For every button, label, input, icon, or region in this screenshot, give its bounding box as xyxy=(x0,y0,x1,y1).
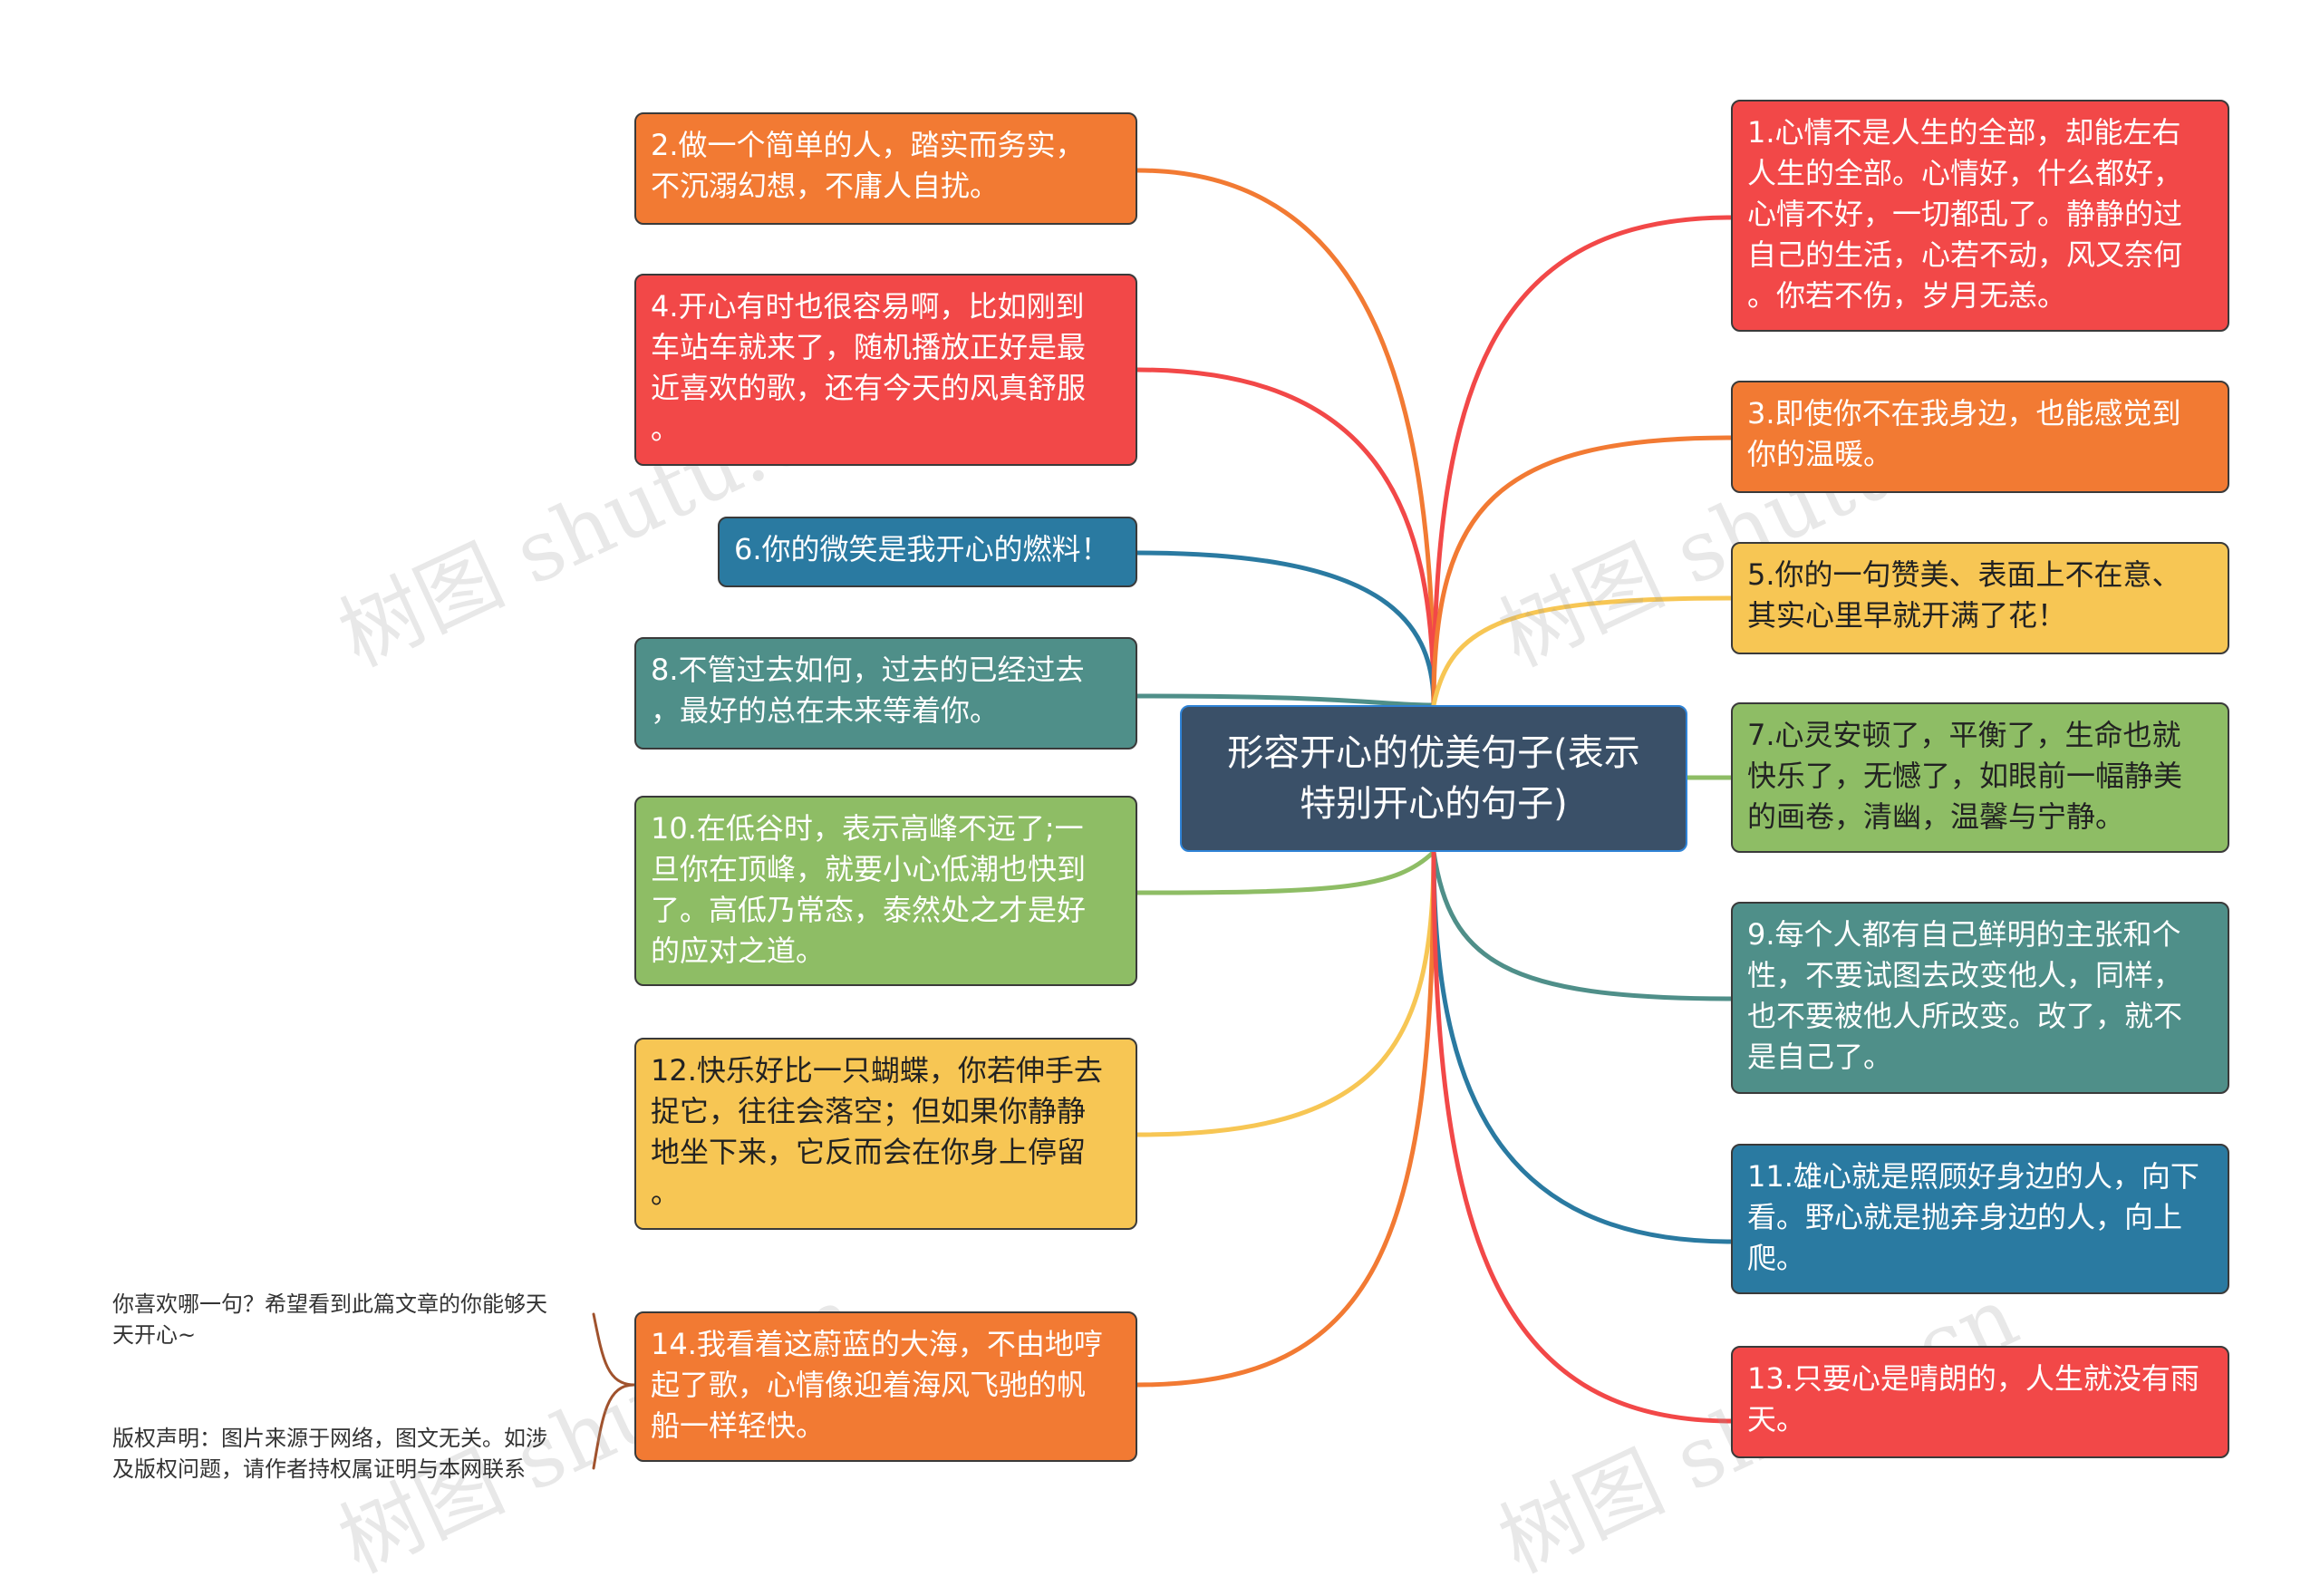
link-n14 xyxy=(1135,849,1436,1388)
link-n9 xyxy=(1431,849,1734,1001)
link-n5 xyxy=(1431,595,1734,708)
link-n4 xyxy=(1135,367,1436,708)
node-8[interactable]: 8.不管过去如何，过去的已经过去 ，最好的总在未来等着你。 xyxy=(634,637,1137,750)
node-10[interactable]: 10.在低谷时，表示高峰不远了;一 旦你在顶峰，就要小心低潮也快到 了。高低乃常… xyxy=(634,796,1137,986)
link-n1 xyxy=(1431,215,1734,708)
node-2[interactable]: 2.做一个简单的人，踏实而务实， 不沉溺幻想，不庸人自扰。 xyxy=(634,112,1137,225)
node-14[interactable]: 14.我看着这蔚蓝的大海，不由地哼 起了歌，心情像迎着海风飞驰的帆 船一样轻快。 xyxy=(634,1311,1137,1462)
link-n8 xyxy=(1135,693,1436,708)
node-12[interactable]: 12.快乐好比一只蝴蝶，你若伸手去 捉它，往往会落空；但如果你静静 地坐下来，它… xyxy=(634,1038,1137,1230)
node-5[interactable]: 5.你的一句赞美、表面上不在意、 其实心里早就开满了花！ xyxy=(1731,542,2229,654)
link-n13 xyxy=(1431,849,1734,1424)
node-9[interactable]: 9.每个人都有自己鲜明的主张和个 性，不要试图去改变他人，同样， 也不要被他人所… xyxy=(1731,902,2229,1094)
node-11[interactable]: 11.雄心就是照顾好身边的人，向下 看。野心就是抛弃身边的人，向上 爬。 xyxy=(1731,1144,2229,1294)
link-n11 xyxy=(1431,849,1734,1244)
node-1[interactable]: 1.心情不是人生的全部，却能左右 人生的全部。心情好，什么都好， 心情不好，一切… xyxy=(1731,100,2229,332)
link-n3 xyxy=(1431,435,1734,708)
node-13[interactable]: 13.只要心是晴朗的，人生就没有雨 天。 xyxy=(1731,1346,2229,1458)
node-7[interactable]: 7.心灵安顿了，平衡了，生命也就 快乐了，无憾了，如眼前一幅静美 的画卷，清幽，… xyxy=(1731,702,2229,853)
link-n12 xyxy=(1135,849,1436,1137)
note-copyright: 版权声明：图片来源于网络，图文无关。如涉 及版权问题，请作者持权属证明与本网联系 xyxy=(112,1426,547,1482)
node-4[interactable]: 4.开心有时也很容易啊，比如刚到 车站车就来了，随机播放正好是最 近喜欢的歌，还… xyxy=(634,274,1137,466)
node-3[interactable]: 3.即使你不在我身边，也能感觉到 你的温暖。 xyxy=(1731,381,2229,493)
node-6[interactable]: 6.你的微笑是我开心的燃料！ xyxy=(718,517,1137,587)
link-n10 xyxy=(1135,849,1436,895)
link-notes-brace xyxy=(592,1312,636,1470)
link-n6 xyxy=(1135,550,1436,708)
note-question: 你喜欢哪一句？希望看到此篇文章的你能够天 天开心~ xyxy=(112,1291,547,1348)
link-n2 xyxy=(1135,168,1436,708)
central-topic[interactable]: 形容开心的优美句子(表示 特别开心的句子) xyxy=(1180,705,1687,852)
